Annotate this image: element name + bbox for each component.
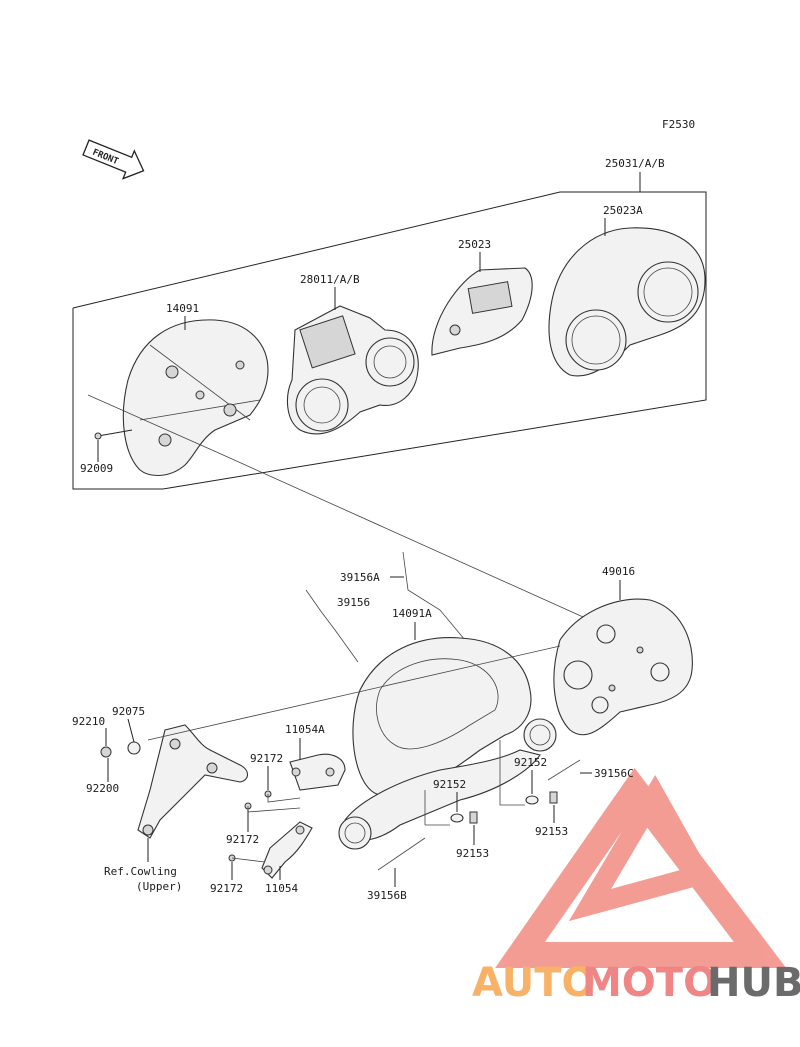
stay-bracket: [137, 724, 249, 839]
label-92172-a: 92172: [250, 752, 283, 765]
label-39156b: 39156B: [367, 889, 407, 902]
label-14091: 14091: [166, 302, 199, 315]
bracket-case-14091a: [338, 637, 557, 850]
washer-92152-2: [525, 795, 539, 805]
assembly-box: [72, 172, 707, 490]
watermark-logo: [495, 767, 787, 968]
connector-line: [211, 449, 613, 631]
figure-code: F2530: [662, 118, 695, 131]
label-39156a: 39156A: [340, 571, 380, 584]
label-92210: 92210: [72, 715, 105, 728]
washer-92152-1: [450, 813, 464, 823]
bolt-92153-2: [549, 791, 558, 804]
label-25031: 25031/A/B: [605, 157, 665, 170]
screw-92009: [94, 429, 133, 440]
label-92172-c: 92172: [210, 882, 243, 895]
bolt-92153-1: [469, 811, 478, 824]
label-92152-b: 92152: [514, 756, 547, 769]
label-92200: 92200: [86, 782, 119, 795]
meter-cover-a: [548, 227, 706, 377]
nut-92210: [100, 746, 112, 758]
label-49016: 49016: [602, 565, 635, 578]
label-92009: 92009: [80, 462, 113, 475]
meter-unit: [286, 305, 419, 435]
strip-39156a: [402, 551, 466, 641]
meter-cover: [431, 267, 533, 356]
strip-39156b: [377, 837, 426, 871]
label-25023: 25023: [458, 238, 491, 251]
label-28011: 28011/A/B: [300, 273, 360, 286]
meter-case: [122, 319, 269, 476]
label-92153-b: 92153: [535, 825, 568, 838]
label-92152-a: 92152: [433, 778, 466, 791]
collar-92075: [127, 741, 141, 755]
label-39156c: 39156C: [594, 767, 634, 780]
label-39156: 39156: [337, 596, 370, 609]
seal-49016: [553, 598, 693, 736]
label-ref-cowling-sub: (Upper): [136, 880, 182, 893]
strip-39156: [305, 589, 359, 663]
front-arrow-icon: FRONT: [82, 139, 145, 180]
label-11054: 11054: [265, 882, 298, 895]
strip-39156c: [547, 759, 581, 781]
watermark-hub: HUB: [707, 960, 800, 1006]
bracket-11054: [261, 821, 313, 879]
label-14091a: 14091A: [392, 607, 432, 620]
label-92172-b: 92172: [226, 833, 259, 846]
label-25023a: 25023A: [603, 204, 643, 217]
watermark-text: AUTO MOTO HUB: [472, 960, 800, 1006]
stay-line: [147, 645, 561, 741]
watermark-moto: MOTO: [582, 960, 717, 1006]
label-92075: 92075: [112, 705, 145, 718]
label-11054a: 11054A: [285, 723, 325, 736]
label-ref-cowling: Ref.Cowling: [104, 865, 177, 878]
bracket-11054a: [289, 753, 346, 791]
watermark-auto: AUTO: [472, 960, 596, 1006]
label-92153-a: 92153: [456, 847, 489, 860]
